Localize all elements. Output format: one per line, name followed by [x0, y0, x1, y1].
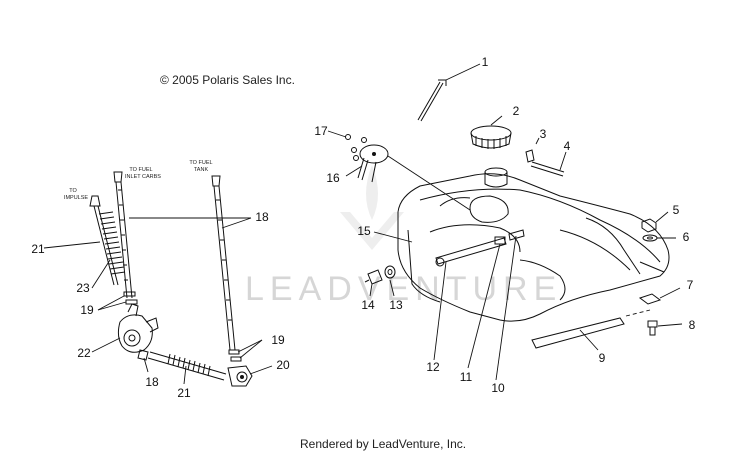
vent-hose-4: [530, 161, 565, 177]
hose-to-inlet-carbs: [113, 171, 133, 299]
watermark: LEADVENTURE: [245, 165, 562, 308]
callout-21-lower: 21: [177, 386, 191, 400]
callout-18-upper: 18: [255, 210, 269, 224]
fuel-tank-assembly: [345, 79, 670, 349]
fuel-pump-22: [117, 303, 159, 353]
copyright-text: © 2005 Polaris Sales Inc.: [160, 73, 295, 87]
spring-guard-21-lower: [167, 353, 211, 377]
watermark-logo-icon: [340, 165, 404, 250]
callout-22: 22: [77, 346, 91, 360]
clip-10: [508, 229, 525, 241]
to-fuel-inlet-label-1: TO FUEL: [129, 167, 152, 173]
callout-11: 11: [460, 370, 473, 384]
fuel-pump-assembly: TO IMPULSE TO FUEL INLET CARBS TO FUEL T…: [64, 160, 253, 387]
fuel-tank-15: [397, 173, 670, 322]
callout-10: 10: [491, 381, 505, 395]
mount-7: [638, 293, 662, 305]
nut-5: [641, 218, 657, 233]
impulse-hose: [89, 195, 126, 286]
callout-19-left: 19: [80, 303, 94, 317]
spring-guard-23: [98, 211, 126, 275]
to-fuel-tank-label-1: TO FUEL: [189, 160, 212, 166]
callout-13: 13: [389, 298, 403, 312]
hose-to-fuel-tank: [211, 175, 236, 351]
callout-9: 9: [599, 351, 606, 365]
callout-23: 23: [76, 281, 90, 295]
callout-16: 16: [326, 171, 340, 185]
callout-18-lower: 18: [145, 375, 159, 389]
washer-6: [642, 234, 658, 242]
to-impulse-label-2: IMPULSE: [64, 195, 88, 201]
leader-lines: [43, 63, 683, 385]
to-impulse-label-1: TO: [69, 188, 77, 194]
filler-neck: [484, 167, 508, 188]
to-fuel-tank-label-2: TANK: [194, 167, 209, 173]
callout-3: 3: [540, 127, 547, 141]
callout-12: 12: [426, 360, 440, 374]
dashed-guide: [625, 309, 651, 317]
watermark-text: LEADVENTURE: [245, 270, 562, 308]
callout-8: 8: [689, 318, 696, 332]
callout-21-upper: 21: [31, 242, 45, 256]
footer-text: Rendered by LeadVenture, Inc.: [300, 437, 466, 451]
fuel-sender-16: [357, 144, 389, 183]
fuel-cap-2: [470, 125, 512, 149]
screws-17: [345, 134, 367, 161]
callout-19-right: 19: [271, 333, 285, 347]
pad-9: [531, 317, 625, 349]
vent-line-1: [417, 79, 447, 122]
callout-7: 7: [687, 278, 694, 292]
callout-2: 2: [513, 104, 520, 118]
vent-fitting-3: [525, 149, 535, 163]
callout-17: 17: [314, 124, 328, 138]
callout-6: 6: [683, 230, 690, 244]
to-fuel-inlet-label-2: INLET CARBS: [125, 174, 161, 180]
bolt-8: [647, 320, 658, 336]
grommet-13: [384, 265, 396, 279]
callout-15: 15: [357, 224, 371, 238]
callout-5: 5: [673, 203, 680, 217]
strap-12: [435, 237, 507, 267]
callout-numbers: 1 2 3 4 5 6 7 8 9 10 11 12 13 14 15 16 1…: [31, 55, 695, 400]
callout-4: 4: [564, 139, 571, 153]
callout-1: 1: [482, 55, 489, 69]
callout-14: 14: [361, 298, 375, 312]
callout-20: 20: [276, 358, 290, 372]
fitting-14: [364, 269, 383, 285]
fitting-20: [227, 365, 253, 387]
